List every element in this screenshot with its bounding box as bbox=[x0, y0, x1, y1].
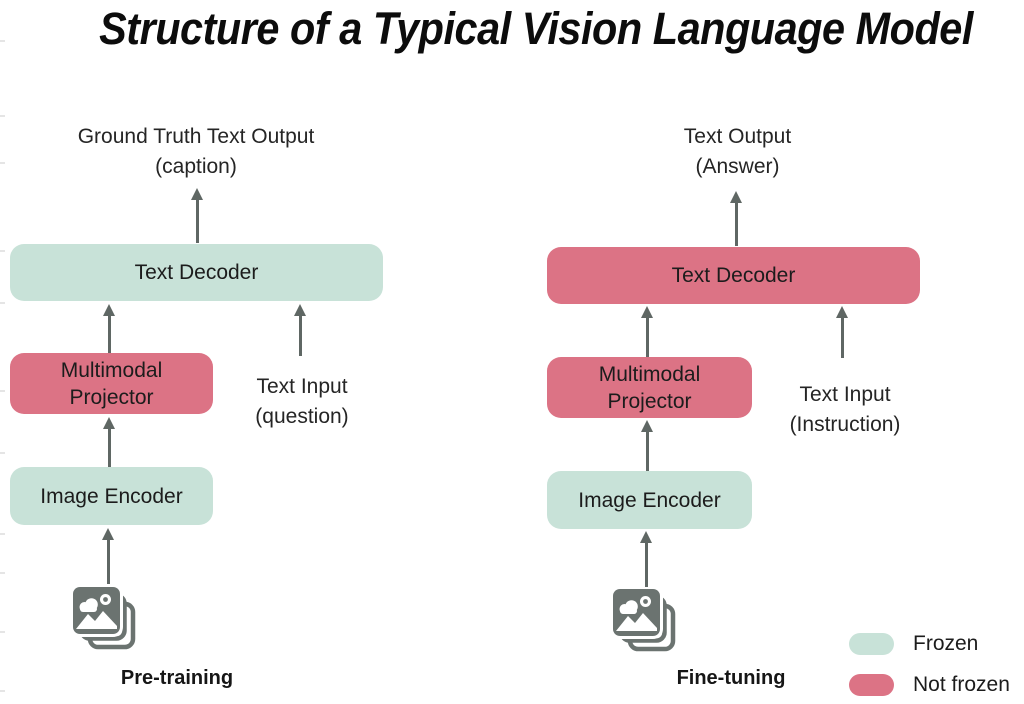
node-image-encoder-pretraining: Image Encoder bbox=[10, 467, 213, 525]
arrow-encoder-to-projector bbox=[103, 417, 116, 467]
edge-artifact-tick bbox=[0, 631, 5, 633]
arrow-projector-to-decoder bbox=[641, 306, 654, 357]
output-label-pretraining: Ground Truth Text Output (caption) bbox=[20, 122, 372, 182]
text-input-line1: Text Input bbox=[256, 375, 348, 398]
legend-label-frozen: Frozen bbox=[913, 632, 979, 655]
edge-artifact-tick bbox=[0, 452, 5, 454]
node-image-encoder-finetuning: Image Encoder bbox=[547, 471, 752, 529]
edge-artifact-tick bbox=[0, 302, 5, 304]
output-label-line1: Ground Truth Text Output bbox=[77, 125, 315, 148]
arrow-textinput-to-decoder bbox=[836, 306, 849, 358]
image-stack-icon bbox=[612, 588, 676, 652]
node-label-line1: Multimodal bbox=[60, 358, 163, 382]
edge-artifact-tick bbox=[0, 533, 5, 535]
arrow-textinput-to-decoder bbox=[294, 304, 307, 356]
legend-swatch-not-frozen bbox=[849, 674, 894, 696]
arrow-decoder-to-output bbox=[191, 188, 204, 243]
node-multimodal-projector-pretraining: Multimodal Projector bbox=[10, 353, 213, 414]
panel-caption-finetuning: Fine-tuning bbox=[676, 667, 786, 689]
edge-artifact-tick bbox=[0, 162, 5, 164]
node-label: Text Decoder bbox=[671, 264, 796, 287]
legend-swatch-frozen bbox=[849, 633, 894, 655]
arrow-projector-to-decoder bbox=[103, 304, 116, 353]
panel-caption-pretraining: Pre-training bbox=[120, 667, 234, 689]
node-label-line1: Multimodal bbox=[598, 362, 701, 386]
text-input-line2: (Instruction) bbox=[789, 413, 901, 436]
text-input-label-finetuning: Text Input (Instruction) bbox=[765, 380, 925, 440]
text-input-label-pretraining: Text Input (question) bbox=[222, 372, 382, 432]
text-input-line2: (question) bbox=[255, 405, 349, 428]
edge-artifact-tick bbox=[0, 572, 5, 574]
arrow-images-to-encoder bbox=[102, 528, 115, 584]
page-title: Structure of a Typical Vision Language M… bbox=[99, 3, 973, 54]
legend-label-not-frozen: Not frozen bbox=[913, 673, 1010, 696]
node-label-line2: Projector bbox=[69, 385, 154, 409]
output-label-line2: (caption) bbox=[155, 155, 237, 178]
edge-artifact-tick bbox=[0, 690, 5, 692]
node-text-decoder-pretraining: Text Decoder bbox=[10, 244, 383, 301]
node-label: Text Decoder bbox=[134, 261, 259, 284]
output-label-line2: (Answer) bbox=[695, 155, 780, 178]
edge-artifact-tick bbox=[0, 40, 5, 42]
arrow-images-to-encoder bbox=[640, 531, 653, 587]
node-label-line2: Projector bbox=[607, 389, 692, 413]
node-text-decoder-finetuning: Text Decoder bbox=[547, 247, 920, 304]
image-stack-icon bbox=[72, 586, 136, 650]
output-label-line1: Text Output bbox=[683, 125, 792, 148]
edge-artifact-tick bbox=[0, 250, 5, 252]
arrow-decoder-to-output bbox=[730, 191, 743, 246]
node-multimodal-projector-finetuning: Multimodal Projector bbox=[547, 357, 752, 418]
output-label-finetuning: Text Output (Answer) bbox=[640, 122, 835, 182]
node-label: Image Encoder bbox=[578, 488, 721, 512]
node-label: Image Encoder bbox=[40, 484, 183, 508]
arrow-encoder-to-projector bbox=[641, 420, 654, 471]
edge-artifact-tick bbox=[0, 390, 5, 392]
edge-artifact-tick bbox=[0, 115, 5, 117]
text-input-line1: Text Input bbox=[799, 383, 891, 406]
